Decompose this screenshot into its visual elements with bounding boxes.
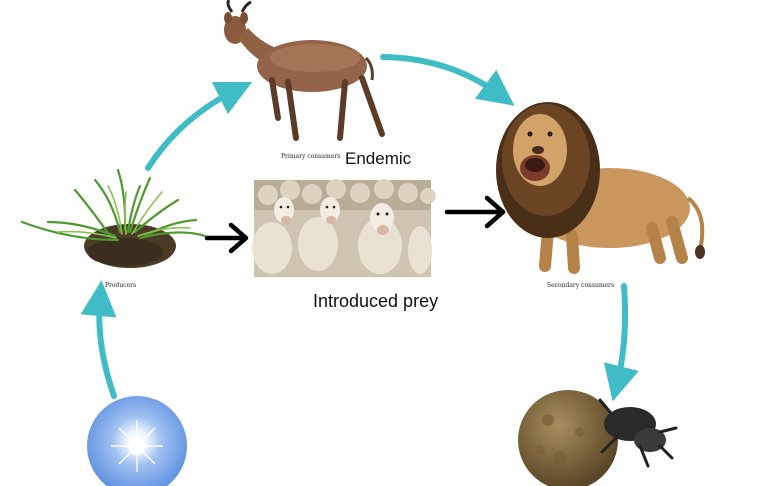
arrow-secondary-to-decomposer — [603, 283, 639, 402]
label-endemic: Endemic — [345, 149, 412, 168]
sun-icon — [87, 396, 187, 486]
label-introduced-prey: Introduced prey — [313, 291, 439, 311]
grass-icon — [20, 168, 207, 268]
arrow-producers-to-primary — [145, 81, 253, 171]
label-producers: Producers — [105, 282, 137, 289]
arrow-primary-to-secondary — [380, 54, 515, 106]
label-secondary-consumers: Secondary consumers — [547, 282, 615, 289]
antelope-icon — [224, 0, 385, 141]
arrow-sheep-to-lion — [444, 195, 506, 229]
arrow-sun-to-producers — [80, 280, 117, 399]
lion-icon — [496, 102, 705, 274]
label-primary-consumers: Primary consumers — [281, 153, 341, 160]
dung-beetle-icon — [518, 390, 678, 486]
sheep-flock-icon — [252, 179, 436, 277]
arrow-producers-to-sheep — [204, 222, 249, 254]
cycle-arrows — [80, 54, 639, 402]
flow-arrows — [204, 195, 506, 254]
